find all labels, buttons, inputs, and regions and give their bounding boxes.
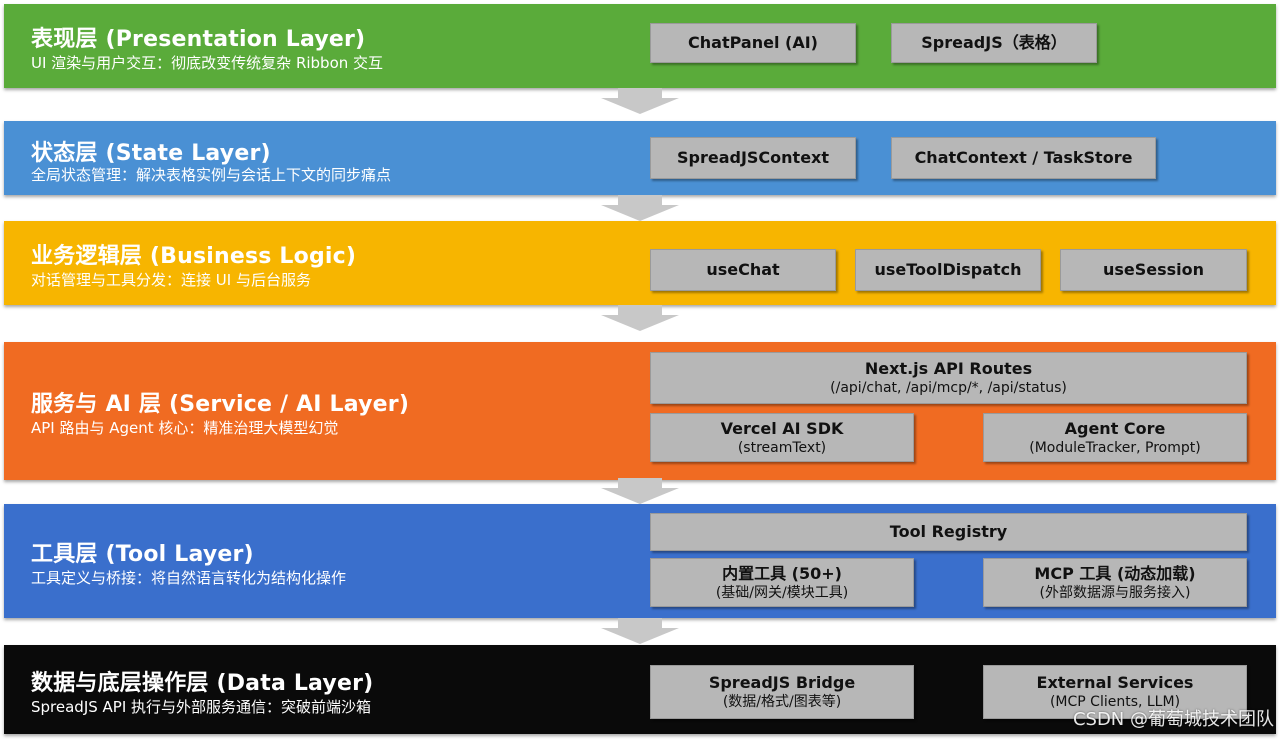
- box-subtitle: (外部数据源与服务接入): [1039, 584, 1191, 601]
- builtin-tools-box: 内置工具 (50+) (基础/网关/模块工具): [650, 558, 914, 607]
- box-title: SpreadJS（表格）: [921, 33, 1067, 52]
- box-subtitle: (MCP Clients, LLM): [1049, 694, 1181, 710]
- down-arrow: [601, 88, 679, 114]
- down-arrow: [601, 305, 679, 331]
- usechat-box: useChat: [650, 249, 836, 291]
- layer-subtitle: 对话管理与工具分发：连接 UI 与后台服务: [31, 271, 311, 289]
- box-title: useChat: [706, 260, 780, 279]
- chatcontext-box: ChatContext / TaskStore: [891, 137, 1156, 179]
- data-layer: 数据与底层操作层 (Data Layer) SpreadJS API 执行与外部…: [4, 645, 1276, 734]
- box-subtitle: (基础/网关/模块工具): [715, 584, 849, 601]
- layer-title: 工具层 (Tool Layer): [31, 542, 254, 567]
- box-title: Agent Core: [1064, 418, 1166, 438]
- box-title: Tool Registry: [889, 522, 1008, 541]
- box-subtitle: (streamText): [737, 439, 827, 456]
- usetooldispatch-box: useToolDispatch: [855, 249, 1041, 291]
- nextjs-api-routes-box: Next.js API Routes (/api/chat, /api/mcp/…: [650, 352, 1247, 404]
- mcp-tools-box: MCP 工具 (动态加载) (外部数据源与服务接入): [983, 558, 1247, 607]
- agent-core-box: Agent Core (ModuleTracker, Prompt): [983, 413, 1247, 462]
- usesession-box: useSession: [1060, 249, 1247, 291]
- box-title: Vercel AI SDK: [720, 418, 844, 438]
- down-arrow: [601, 478, 679, 504]
- spreadjs-bridge-box: SpreadJS Bridge (数据/格式/图表等): [650, 665, 914, 719]
- box-title: SpreadJSContext: [676, 148, 830, 167]
- box-subtitle: (/api/chat, /api/mcp/*, /api/status): [830, 380, 1067, 396]
- box-title: 内置工具 (50+): [722, 563, 842, 583]
- presentation-layer: 表现层 (Presentation Layer) UI 渲染与用户交互：彻底改变…: [4, 4, 1276, 88]
- down-arrow: [601, 618, 679, 644]
- business-logic-layer: 业务逻辑层 (Business Logic) 对话管理与工具分发：连接 UI 与…: [4, 221, 1276, 305]
- box-title: Next.js API Routes: [864, 359, 1033, 378]
- tool-layer: 工具层 (Tool Layer) 工具定义与桥接：将自然语言转化为结构化操作 T…: [4, 504, 1276, 618]
- layer-subtitle: 全局状态管理：解决表格实例与会话上下文的同步痛点: [31, 166, 392, 184]
- box-title: External Services: [1036, 673, 1194, 692]
- chatpanel-box: ChatPanel (AI): [650, 23, 856, 63]
- external-services-box: External Services (MCP Clients, LLM): [983, 665, 1247, 719]
- box-subtitle: (ModuleTracker, Prompt): [1029, 439, 1201, 456]
- layer-subtitle: API 路由与 Agent 核心：精准治理大模型幻觉: [31, 419, 339, 437]
- service-ai-layer: 服务与 AI 层 (Service / AI Layer) API 路由与 Ag…: [4, 342, 1276, 480]
- box-title: useSession: [1102, 260, 1205, 279]
- vercel-ai-sdk-box: Vercel AI SDK (streamText): [650, 413, 914, 462]
- box-subtitle: (数据/格式/图表等): [722, 694, 842, 710]
- layer-subtitle: 工具定义与桥接：将自然语言转化为结构化操作: [31, 569, 347, 587]
- watermark: CSDN @葡萄城技术团队: [1072, 709, 1274, 730]
- state-layer: 状态层 (State Layer) 全局状态管理：解决表格实例与会话上下文的同步…: [4, 121, 1276, 195]
- box-title: ChatContext / TaskStore: [914, 148, 1133, 167]
- box-title: ChatPanel (AI): [688, 33, 818, 52]
- layer-title: 业务逻辑层 (Business Logic): [31, 244, 357, 269]
- box-title: useToolDispatch: [874, 260, 1022, 279]
- down-arrow: [601, 195, 679, 221]
- layer-title: 服务与 AI 层 (Service / AI Layer): [31, 392, 410, 417]
- tool-registry-box: Tool Registry: [650, 513, 1247, 551]
- box-title: MCP 工具 (动态加载): [1034, 563, 1196, 583]
- layer-subtitle: UI 渲染与用户交互：彻底改变传统复杂 Ribbon 交互: [31, 54, 384, 72]
- spreadjs-box: SpreadJS（表格）: [891, 23, 1097, 63]
- layer-title: 状态层 (State Layer): [31, 141, 271, 166]
- layer-title: 数据与底层操作层 (Data Layer): [31, 671, 374, 696]
- box-title: SpreadJS Bridge: [708, 673, 856, 692]
- spreadjscontext-box: SpreadJSContext: [650, 137, 856, 179]
- layer-title: 表现层 (Presentation Layer): [31, 27, 366, 52]
- layer-subtitle: SpreadJS API 执行与外部服务通信：突破前端沙箱: [31, 698, 372, 716]
